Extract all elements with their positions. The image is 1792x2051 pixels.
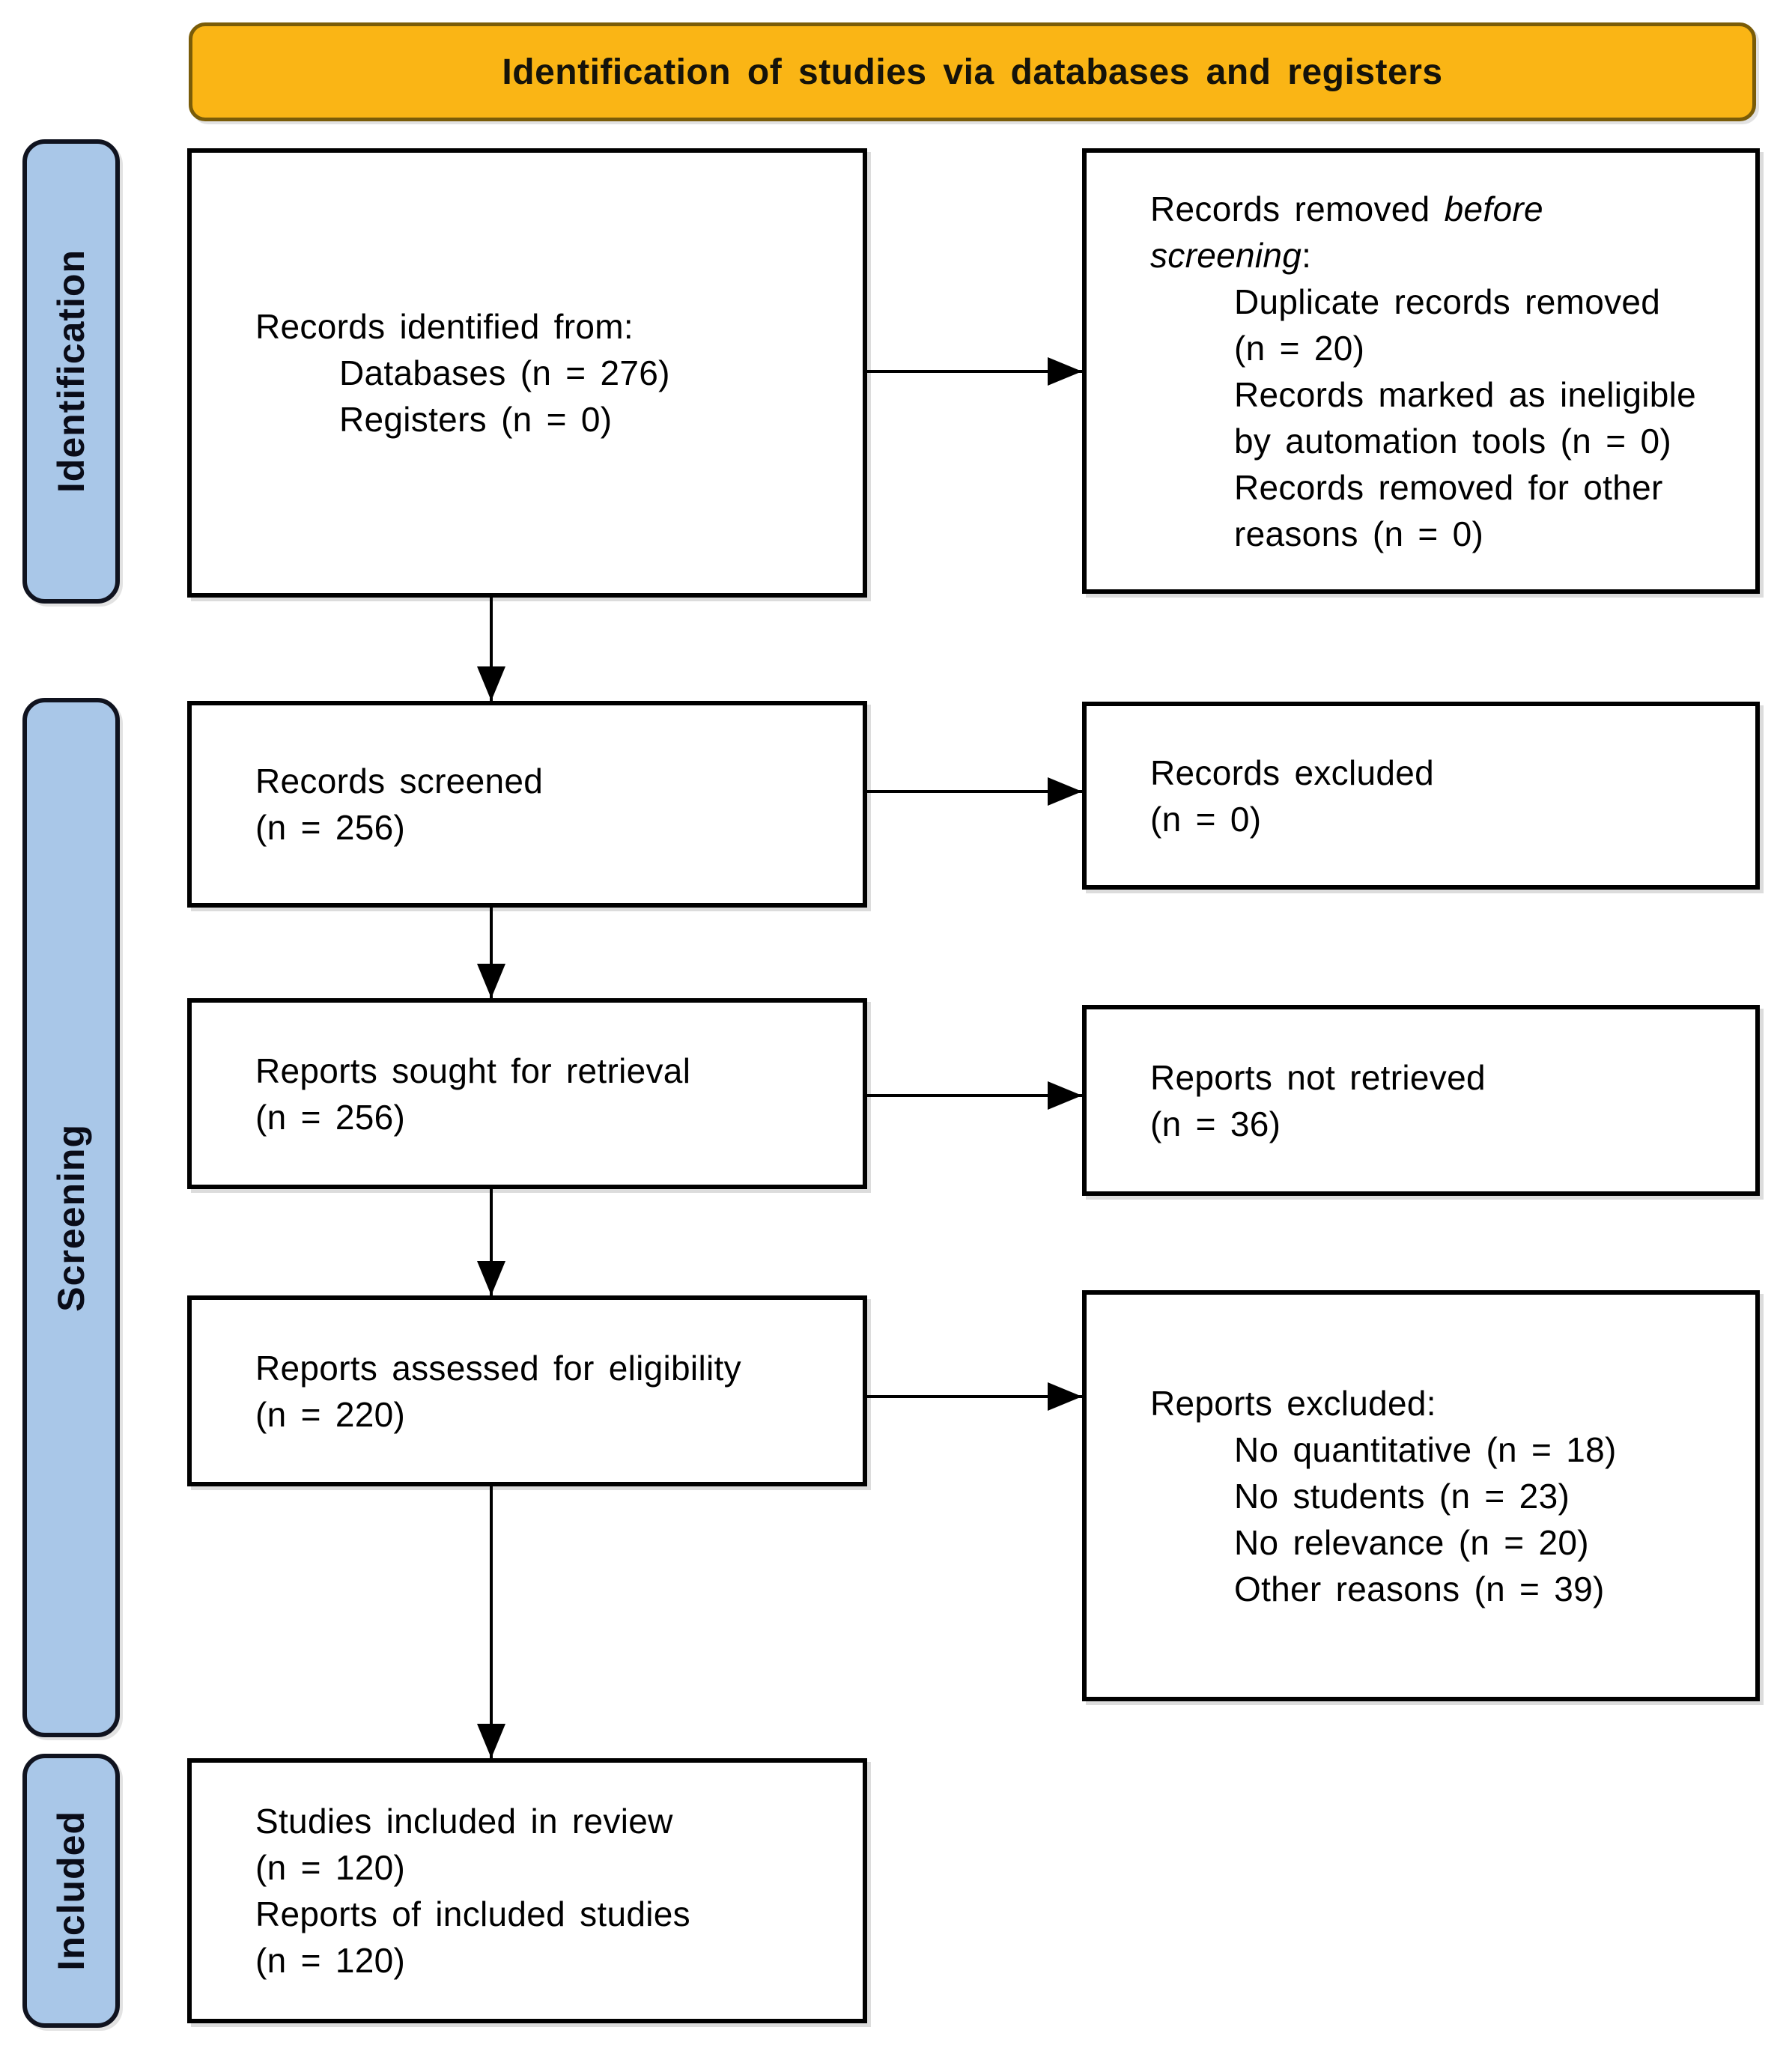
arrow-sought-to-not-retrieved [867, 1094, 1082, 1097]
diagram-title: Identification of studies via databases … [502, 52, 1443, 92]
box-item: Records removed for other [1234, 467, 1663, 507]
stage-label-identification: Identification [50, 249, 92, 493]
stage-label-included: Included [50, 1811, 92, 1971]
box-count-line: (n = 256) [255, 1097, 406, 1137]
box-count-line: (n = 120) [255, 1848, 406, 1887]
box-title: Records removed before [1150, 186, 1733, 232]
box-item: by automation tools (n = 0) [1234, 421, 1672, 461]
arrow-identified-to-screened [490, 598, 493, 701]
box-records-screened: Records screened (n = 256) [187, 701, 867, 908]
box-item: Duplicate records removed [1234, 282, 1661, 321]
box-text-line: Reports sought for retrieval [255, 1051, 691, 1090]
box-count-line: (n = 36) [1150, 1104, 1281, 1143]
box-count-line: (n = 120) [255, 1941, 406, 1980]
box-item: Other reasons (n = 39) [1234, 1569, 1605, 1608]
box-reports-sought: Reports sought for retrieval (n = 256) [187, 998, 867, 1189]
stage-bar-included: Included [22, 1754, 120, 2028]
box-text-line: Studies included in review [255, 1802, 673, 1841]
box-item: reasons (n = 0) [1234, 514, 1484, 553]
arrow-assessed-to-included [490, 1486, 493, 1758]
box-reports-not-retrieved: Reports not retrieved (n = 36) [1082, 1005, 1760, 1196]
box-item: Registers (n = 0) [339, 400, 613, 439]
box-count-line: (n = 220) [255, 1394, 406, 1434]
box-title: Reports excluded: [1150, 1383, 1436, 1423]
box-text-line: Reports assessed for eligibility [255, 1348, 741, 1388]
box-item: No relevance (n = 20) [1234, 1522, 1589, 1562]
arrow-screened-to-excluded [867, 790, 1082, 793]
arrow-assessed-to-reports-excluded [867, 1395, 1082, 1398]
arrow-sought-to-assessed [490, 1189, 493, 1295]
text-segment: : [1302, 235, 1312, 275]
box-studies-included: Studies included in review (n = 120) Rep… [187, 1758, 867, 2023]
box-item: No students (n = 23) [1234, 1476, 1570, 1516]
box-records-identified: Records identified from: Databases (n = … [187, 148, 867, 598]
stage-bar-screening: Screening [22, 698, 120, 1737]
arrow-screened-to-sought [490, 908, 493, 998]
box-count-line: (n = 0) [1150, 799, 1262, 839]
box-reports-assessed: Reports assessed for eligibility (n = 22… [187, 1295, 867, 1486]
box-item: Databases (n = 276) [339, 353, 670, 392]
box-text-line: Reports not retrieved [1150, 1057, 1486, 1097]
box-item: (n = 20) [1234, 328, 1365, 368]
box-records-excluded: Records excluded (n = 0) [1082, 702, 1760, 890]
box-count-line: (n = 256) [255, 808, 406, 847]
arrow-identified-to-removed [867, 370, 1082, 373]
stage-bar-identification: Identification [22, 139, 120, 604]
text-segment: Records removed [1150, 189, 1445, 228]
box-item: Records marked as ineligible [1234, 374, 1697, 414]
box-reports-excluded: Reports excluded: No quantitative (n = 1… [1082, 1290, 1760, 1701]
box-item: No quantitative (n = 18) [1234, 1429, 1617, 1469]
box-records-removed: Records removed before screening: Duplic… [1082, 148, 1760, 594]
text-segment-italic: screening [1150, 235, 1302, 275]
stage-label-screening: Screening [50, 1123, 92, 1312]
box-title: screening: [1150, 232, 1733, 279]
box-text-line: Reports of included studies [255, 1894, 690, 1933]
text-segment-italic: before [1444, 189, 1543, 228]
box-title: Records identified from: [255, 307, 634, 346]
box-text-line: Records screened [255, 762, 544, 800]
diagram-header-banner: Identification of studies via databases … [189, 22, 1756, 121]
box-text-line: Records excluded [1150, 753, 1435, 792]
